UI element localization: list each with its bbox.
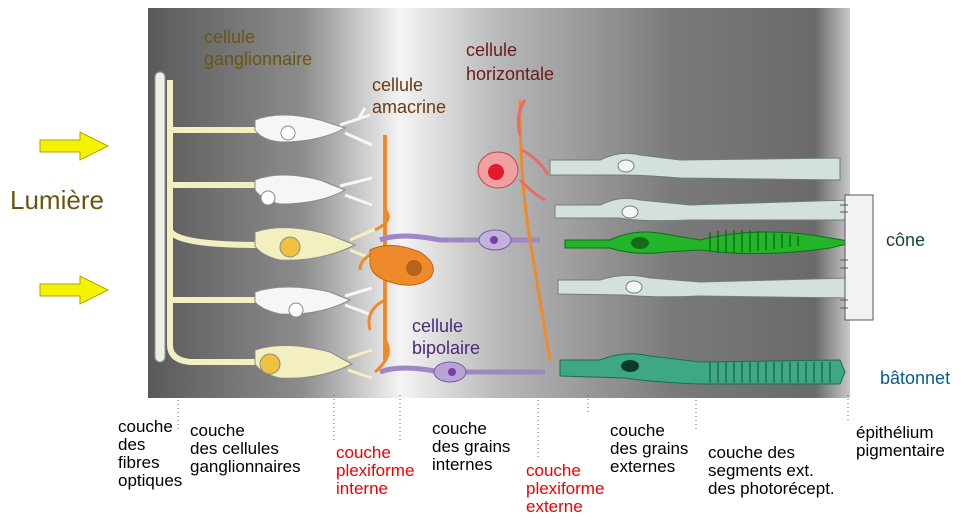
bipolar-cell-label: cellule bipolaire <box>412 315 480 359</box>
amacrine-cell-label: cellule amacrine <box>372 74 446 118</box>
layer-label-inner-plexiform: couche plexiforme interne <box>336 444 414 498</box>
horizontal-cell-label: cellule horizontale <box>466 38 554 86</box>
optic-fiber-bar <box>155 72 165 362</box>
rod-label: bâtonnet <box>880 368 950 388</box>
ganglion-cell-label: cellule ganglionnaire <box>204 26 312 70</box>
cone-label: cône <box>886 230 925 250</box>
layer-label-outer-plexiform: couche plexiforme externe <box>526 462 604 516</box>
pigment-epithelium <box>845 195 873 320</box>
layer-label-pigment: épithélium pigmentaire <box>856 424 945 460</box>
layer-label-ganglion: couche des cellules ganglionnaires <box>190 422 301 476</box>
layer-label-outer-nuclear: couche des grains externes <box>610 422 688 476</box>
arrow-icon <box>40 132 108 160</box>
light-label: Lumière <box>10 186 104 214</box>
arrow-icon <box>40 276 108 304</box>
layer-label-inner-nuclear: couche des grains internes <box>432 420 510 474</box>
layer-label-segments: couche des segments ext. des photorécept… <box>708 444 835 498</box>
layer-label-nerve-fiber: couche des fibres optiques <box>118 418 182 490</box>
light-arrows <box>40 132 108 304</box>
